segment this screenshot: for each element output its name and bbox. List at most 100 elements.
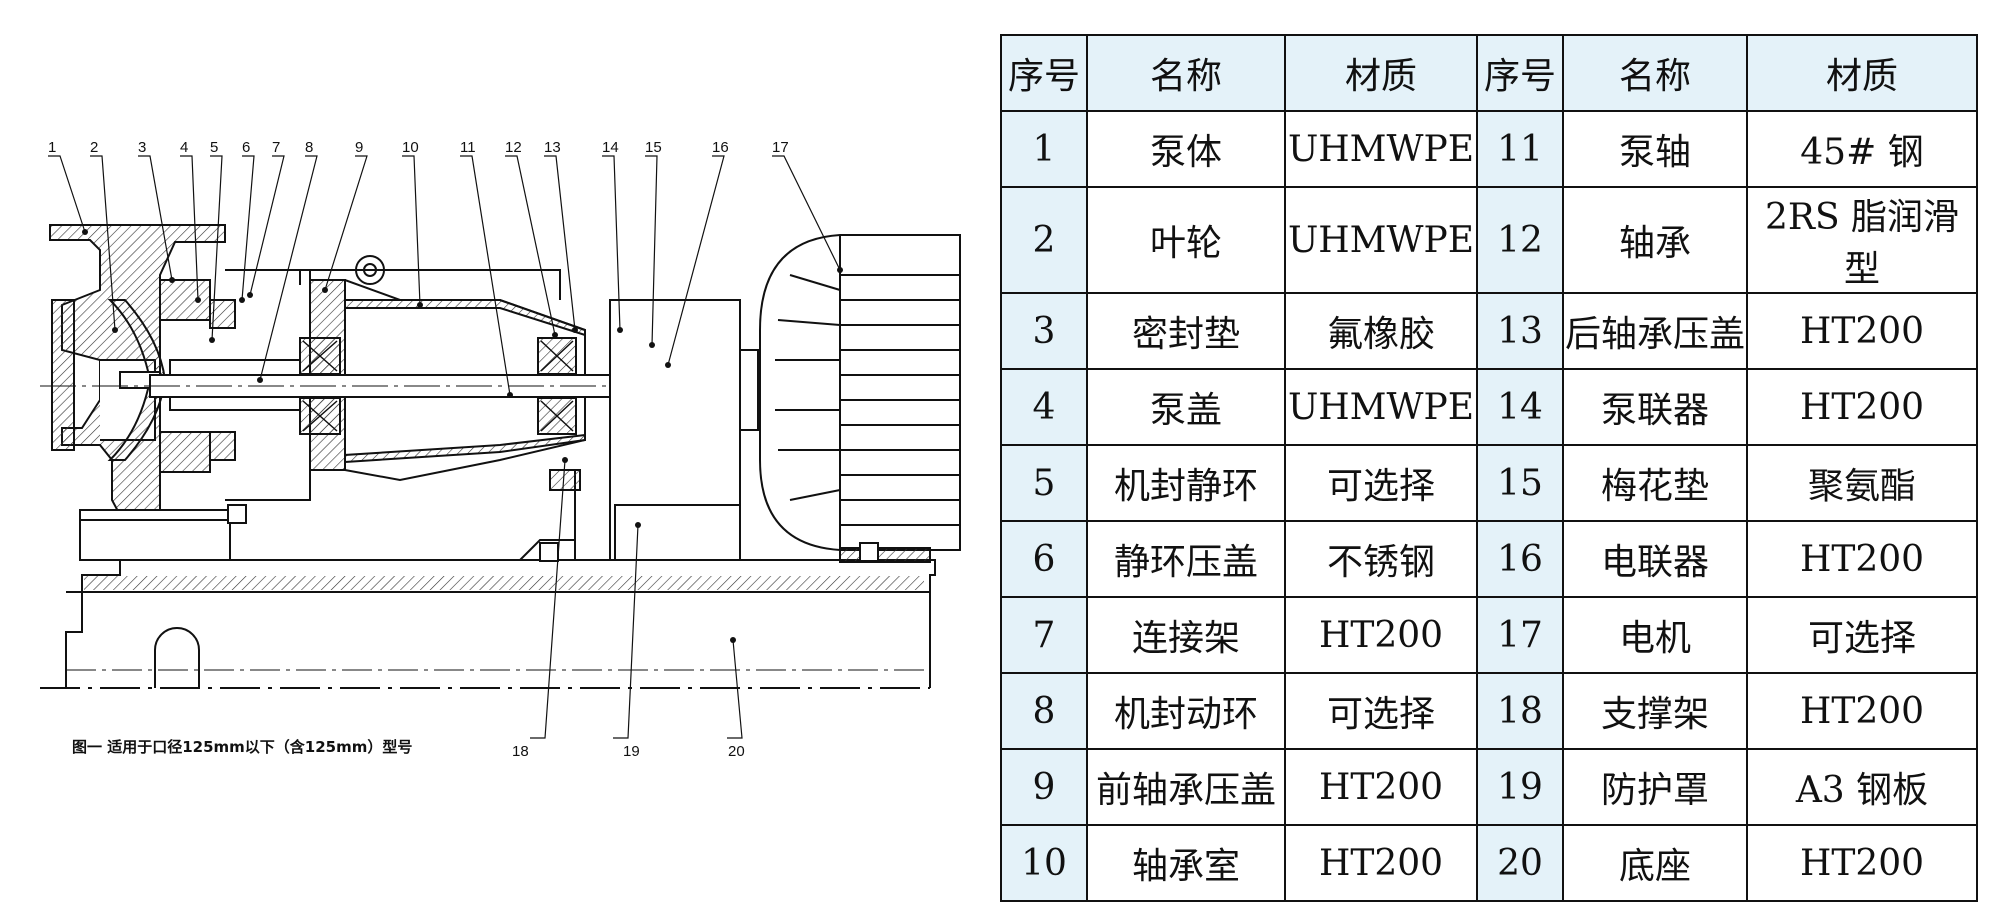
connecting-frame xyxy=(79,269,311,561)
part-name: 轴承 xyxy=(1562,186,1748,294)
callout-dots xyxy=(82,229,843,643)
part-no: 13 xyxy=(1476,292,1564,370)
part-no: 14 xyxy=(1476,368,1564,446)
part-no: 18 xyxy=(1476,672,1564,750)
part-name: 泵盖 xyxy=(1086,368,1286,446)
part-material: HT200 xyxy=(1284,824,1478,902)
part-name: 前轴承压盖 xyxy=(1086,748,1286,826)
part-name: 梅花垫 xyxy=(1562,444,1748,522)
callout-5: 5 xyxy=(210,139,218,156)
part-name: 密封垫 xyxy=(1086,292,1286,370)
part-name: 轴承室 xyxy=(1086,824,1286,902)
callout-17: 17 xyxy=(772,139,789,156)
table-row: 7 连接架 HT200 17 电机 可选择 xyxy=(1000,596,1978,674)
pump-assembly-drawing: 1 2 3 4 5 6 7 8 9 10 11 12 13 14 15 16 1… xyxy=(40,139,961,760)
part-material: 不锈钢 xyxy=(1284,520,1478,598)
part-material: 可选择 xyxy=(1746,596,1978,674)
part-material: UHMWPE xyxy=(1284,110,1478,188)
callout-19: 19 xyxy=(623,743,640,760)
part-name: 机封动环 xyxy=(1086,672,1286,750)
callout-12: 12 xyxy=(505,139,522,156)
part-no: 15 xyxy=(1476,444,1564,522)
table-row: 5 机封静环 可选择 15 梅花垫 聚氨酯 xyxy=(1000,444,1978,522)
part-no: 16 xyxy=(1476,520,1564,598)
callout-16: 16 xyxy=(712,139,729,156)
table-row: 2 叶轮 UHMWPE 12 轴承 2RS 脂润滑型 xyxy=(1000,186,1978,294)
callout-15: 15 xyxy=(645,139,662,156)
part-no: 9 xyxy=(1000,748,1088,826)
part-material: 2RS 脂润滑型 xyxy=(1746,186,1978,294)
part-name: 后轴承压盖 xyxy=(1562,292,1748,370)
foundation-bolts xyxy=(227,504,879,562)
callout-leaders xyxy=(48,155,841,739)
callout-2: 2 xyxy=(90,139,98,156)
part-no: 7 xyxy=(1000,596,1088,674)
callout-20: 20 xyxy=(728,743,745,760)
callout-11: 11 xyxy=(460,139,476,156)
part-name: 泵轴 xyxy=(1562,110,1748,188)
part-material: 聚氨酯 xyxy=(1746,444,1978,522)
part-name: 连接架 xyxy=(1086,596,1286,674)
part-material: 可选择 xyxy=(1284,444,1478,522)
part-no: 8 xyxy=(1000,672,1088,750)
part-name: 防护罩 xyxy=(1562,748,1748,826)
part-no: 11 xyxy=(1476,110,1564,188)
part-no: 17 xyxy=(1476,596,1564,674)
header-name-left: 名称 xyxy=(1086,34,1286,112)
header-material-right: 材质 xyxy=(1746,34,1978,112)
table-row: 4 泵盖 UHMWPE 14 泵联器 HT200 xyxy=(1000,368,1978,446)
part-name: 电机 xyxy=(1562,596,1748,674)
coupling-guard xyxy=(609,299,741,561)
part-name: 底座 xyxy=(1562,824,1748,902)
part-material: HT200 xyxy=(1746,672,1978,750)
parts-table-header: 序号 名称 材质 序号 名称 材质 xyxy=(1000,34,1978,112)
bearings xyxy=(299,337,577,435)
part-name: 泵体 xyxy=(1086,110,1286,188)
base-frame xyxy=(40,559,936,689)
part-material: 氟橡胶 xyxy=(1284,292,1478,370)
part-no: 20 xyxy=(1476,824,1564,902)
part-material: HT200 xyxy=(1746,520,1978,598)
part-no: 6 xyxy=(1000,520,1088,598)
part-no: 3 xyxy=(1000,292,1088,370)
part-material: HT200 xyxy=(1746,368,1978,446)
part-name: 支撑架 xyxy=(1562,672,1748,750)
callout-13: 13 xyxy=(544,139,561,156)
part-no: 1 xyxy=(1000,110,1088,188)
electric-motor xyxy=(759,234,961,563)
callout-18: 18 xyxy=(512,743,529,760)
part-material: HT200 xyxy=(1746,292,1978,370)
part-material: UHMWPE xyxy=(1284,186,1478,294)
part-name: 叶轮 xyxy=(1086,186,1286,294)
support-frame xyxy=(519,469,581,561)
header-no-right: 序号 xyxy=(1476,34,1564,112)
part-name: 机封静环 xyxy=(1086,444,1286,522)
callout-8: 8 xyxy=(305,139,313,156)
part-no: 4 xyxy=(1000,368,1088,446)
callout-10: 10 xyxy=(402,139,419,156)
figure-caption: 图一 适用于口径125mm以下（含125mm）型号 xyxy=(72,738,413,756)
callout-7: 7 xyxy=(272,139,280,156)
callout-4: 4 xyxy=(180,139,188,156)
table-row: 3 密封垫 氟橡胶 13 后轴承压盖 HT200 xyxy=(1000,292,1978,370)
table-row: 1 泵体 UHMWPE 11 泵轴 45# 钢 xyxy=(1000,110,1978,188)
callout-9: 9 xyxy=(355,139,363,156)
part-no: 12 xyxy=(1476,186,1564,294)
part-name: 静环压盖 xyxy=(1086,520,1286,598)
parts-table: 序号 名称 材质 序号 名称 材质 1 泵体 UHMWPE 11 泵轴 45# … xyxy=(1000,34,1978,902)
callout-14: 14 xyxy=(602,139,619,156)
part-no: 2 xyxy=(1000,186,1088,294)
part-material: 可选择 xyxy=(1284,672,1478,750)
callout-3: 3 xyxy=(138,139,146,156)
table-row: 10 轴承室 HT200 20 底座 HT200 xyxy=(1000,824,1978,902)
table-row: 6 静环压盖 不锈钢 16 电联器 HT200 xyxy=(1000,520,1978,598)
header-name-right: 名称 xyxy=(1562,34,1748,112)
part-material: HT200 xyxy=(1746,824,1978,902)
header-material-left: 材质 xyxy=(1284,34,1478,112)
part-no: 5 xyxy=(1000,444,1088,522)
header-no-left: 序号 xyxy=(1000,34,1088,112)
part-material: HT200 xyxy=(1284,748,1478,826)
part-name: 电联器 xyxy=(1562,520,1748,598)
table-row: 8 机封动环 可选择 18 支撑架 HT200 xyxy=(1000,672,1978,750)
part-material: UHMWPE xyxy=(1284,368,1478,446)
